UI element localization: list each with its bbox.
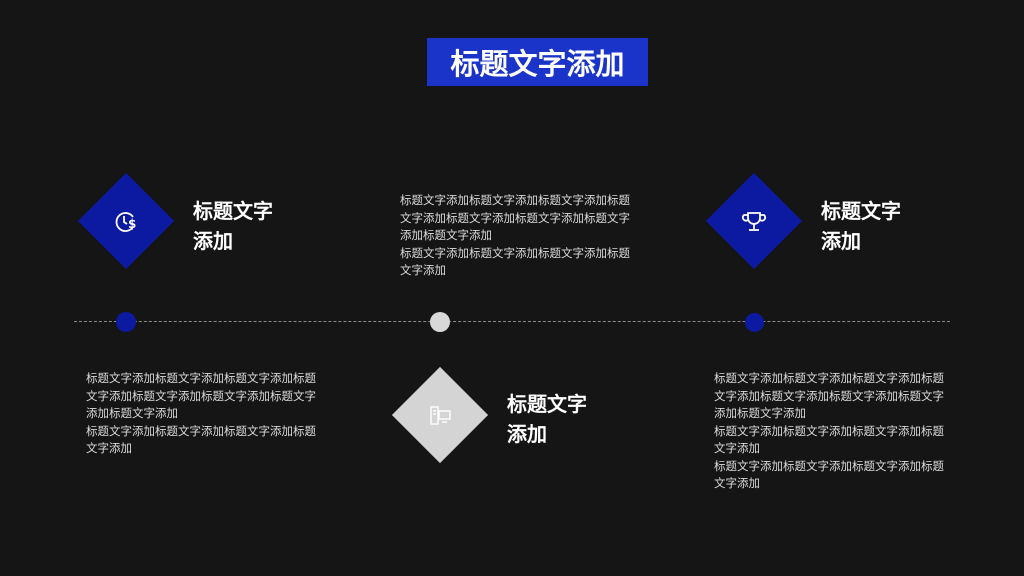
item-1-text-line: 标题文字添加标题文字添加标题文字添加标题文字添加标题文字添加标题文字添加标题文字… [86,371,316,420]
item-2-heading-line2: 添加 [507,422,547,446]
item-3-text: 标题文字添加标题文字添加标题文字添加标题文字添加标题文字添加标题文字添加标题文字… [714,370,946,493]
timeline-dot-2 [430,312,450,332]
item-2-text-line: 标题文字添加标题文字添加标题文字添加标题文字添加标题文字添加标题文字添加标题文字… [400,193,630,242]
item-3-text-line: 标题文字添加标题文字添加标题文字添加标题文字添加标题文字添加标题文字添加标题文字… [714,371,944,420]
item-1-text: 标题文字添加标题文字添加标题文字添加标题文字添加标题文字添加标题文字添加标题文字… [86,370,318,458]
item-3-text-line: 标题文字添加标题文字添加标题文字添加标题文字添加 [714,423,944,456]
item-3-text-line: 标题文字添加标题文字添加标题文字添加标题文字添加 [714,458,944,491]
svg-text:$: $ [128,217,136,231]
trophy-icon [739,207,769,237]
item-3-heading-line1: 标题文字 [821,199,901,223]
server-computer-icon [425,401,455,431]
page-title: 标题文字添加 [450,47,625,81]
item-1-heading: 标题文字 添加 [193,196,303,256]
clock-dollar-icon: $ [111,207,141,237]
item-2-text: 标题文字添加标题文字添加标题文字添加标题文字添加标题文字添加标题文字添加标题文字… [400,192,632,280]
timeline-dot-1 [116,312,136,332]
item-3-heading-line2: 添加 [821,229,861,253]
timeline-dot-3 [745,313,764,332]
item-1-text-line: 标题文字添加标题文字添加标题文字添加标题文字添加 [86,423,316,456]
item-1-heading-line2: 添加 [193,229,233,253]
item-2-text-line: 标题文字添加标题文字添加标题文字添加标题文字添加 [400,245,630,278]
item-2-heading-line1: 标题文字 [507,392,587,416]
item-2-heading: 标题文字 添加 [507,389,617,449]
item-3-heading: 标题文字 添加 [821,196,931,256]
timeline-dashed-line [74,321,950,322]
title-box: 标题文字添加 [427,38,648,86]
item-1-heading-line1: 标题文字 [193,199,273,223]
